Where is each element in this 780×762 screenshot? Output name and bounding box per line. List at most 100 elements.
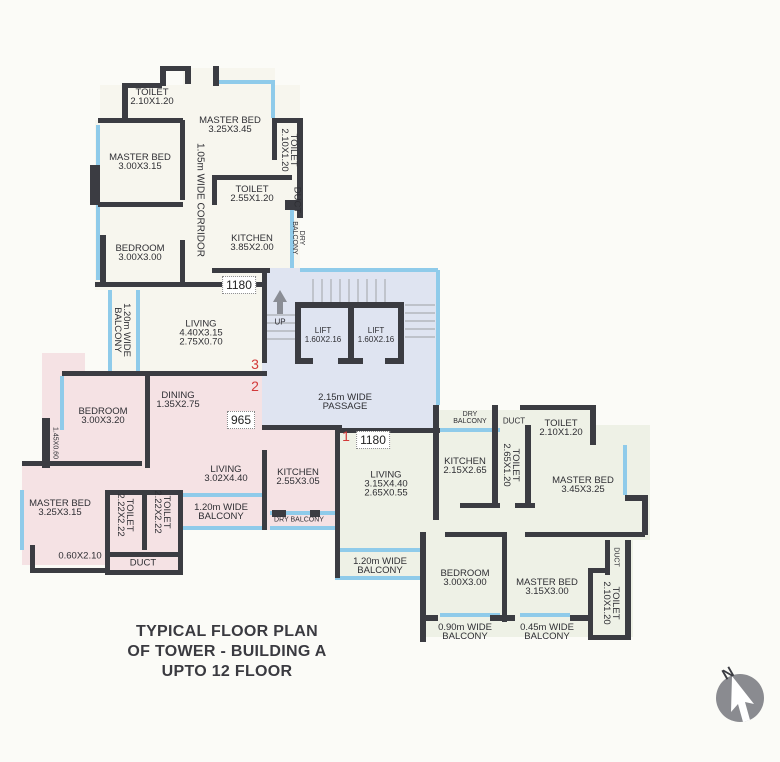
room-name: TOILET [161,495,172,529]
room-name: KITCHEN [231,233,273,244]
room-size: BALCONY [291,221,298,255]
room-name: MASTER BED [552,475,614,486]
room-name: MASTER BED [109,152,171,163]
room-size: BALCONY [198,511,244,522]
room-name: 0.90m WIDE [438,622,492,633]
room-size: 2.55X1.20 [230,193,274,204]
room-size: 3.45X3.25 [561,484,605,495]
room-size: 4.40X3.15 [179,327,223,339]
room-name: TOILET [235,184,269,195]
room-label: DUCT [612,547,620,567]
room-size: 2.10X1.20 [130,96,174,107]
room-size: 3.00X3.20 [81,415,125,426]
lift-size: 1.60X2.16 [304,335,342,344]
passage-line: PASSAGE [322,401,368,412]
room-size: 2.10X1.20 [539,427,583,438]
room-name: LIVING [370,469,402,481]
room-name: BEDROOM [78,406,128,417]
unit-area: 965 [226,411,256,429]
room-name: TOILET [124,498,135,532]
room-size: 2.22X2.22 [152,490,163,534]
room-name: DRY [298,230,305,246]
lift-name: LIFT [314,326,332,335]
room-name: MASTER BED [29,498,91,509]
door-number: 3 [251,356,259,372]
unit-area: 1180 [222,276,256,294]
room-name: MASTER BED [516,577,578,588]
door-number: 1 [342,428,350,444]
room-size: BALCONY [442,631,488,642]
room-size: 2.65X0.55 [364,487,408,499]
room-size: 3.00X3.00 [118,252,162,263]
room-name: KITCHEN [444,456,486,467]
room-label: DRY BALCONY [274,516,324,524]
room-name: LIVING [185,318,217,330]
up-label: UP [274,317,286,327]
room-name: DRY [462,411,478,418]
room-name: TOILET [135,87,169,98]
room-name: KITCHEN [277,467,319,478]
room-name: DUCT [291,186,303,214]
room-name: 0.45m WIDE [520,622,574,633]
room-name: 1.20m WIDE [353,556,407,567]
room-name: LIVING [210,464,242,475]
room-size: 3.00X3.15 [118,161,162,172]
room-size: 2.10X1.20 [279,128,290,172]
room-size: BALCONY [357,565,403,576]
room-name: BEDROOM [115,243,165,254]
title-line: OF TOWER - BUILDING A [127,643,327,660]
room-size: 3.25X3.45 [208,124,252,135]
room-size: 2.55X3.05 [276,476,320,487]
room-size: 2.65X1.20 [501,443,512,487]
walls [22,66,648,642]
room-size: 2.10X1.20 [601,581,612,625]
room-name: TOILET [510,448,521,482]
door-number: 2 [251,378,259,394]
room-size: BALCONY [453,418,487,425]
room-size: 3.15X4.40 [364,478,408,490]
title-line: TYPICAL FLOOR PLAN [136,623,318,640]
passage-line: 2.15m WIDE [318,392,372,403]
room-size: BALCONY [524,631,570,642]
room-size: 3.15X3.00 [525,586,569,597]
room-label: DUCT [502,416,526,426]
room-name: 1.20m WIDE [121,303,132,357]
plan-title: TYPICAL FLOOR PLAN OF TOWER - BUILDING A… [127,622,326,682]
room-name: TOILET [610,586,621,620]
staircase [266,279,435,340]
room-label: DUCT [129,557,157,569]
room-size: 2.22X2.22 [115,493,126,537]
unit-top-fill [95,68,300,372]
room-name: DINING [161,390,195,401]
room-size: 3.02X4.40 [204,473,248,484]
corridor-label: 1.05m WIDE CORRIDOR [194,143,206,257]
